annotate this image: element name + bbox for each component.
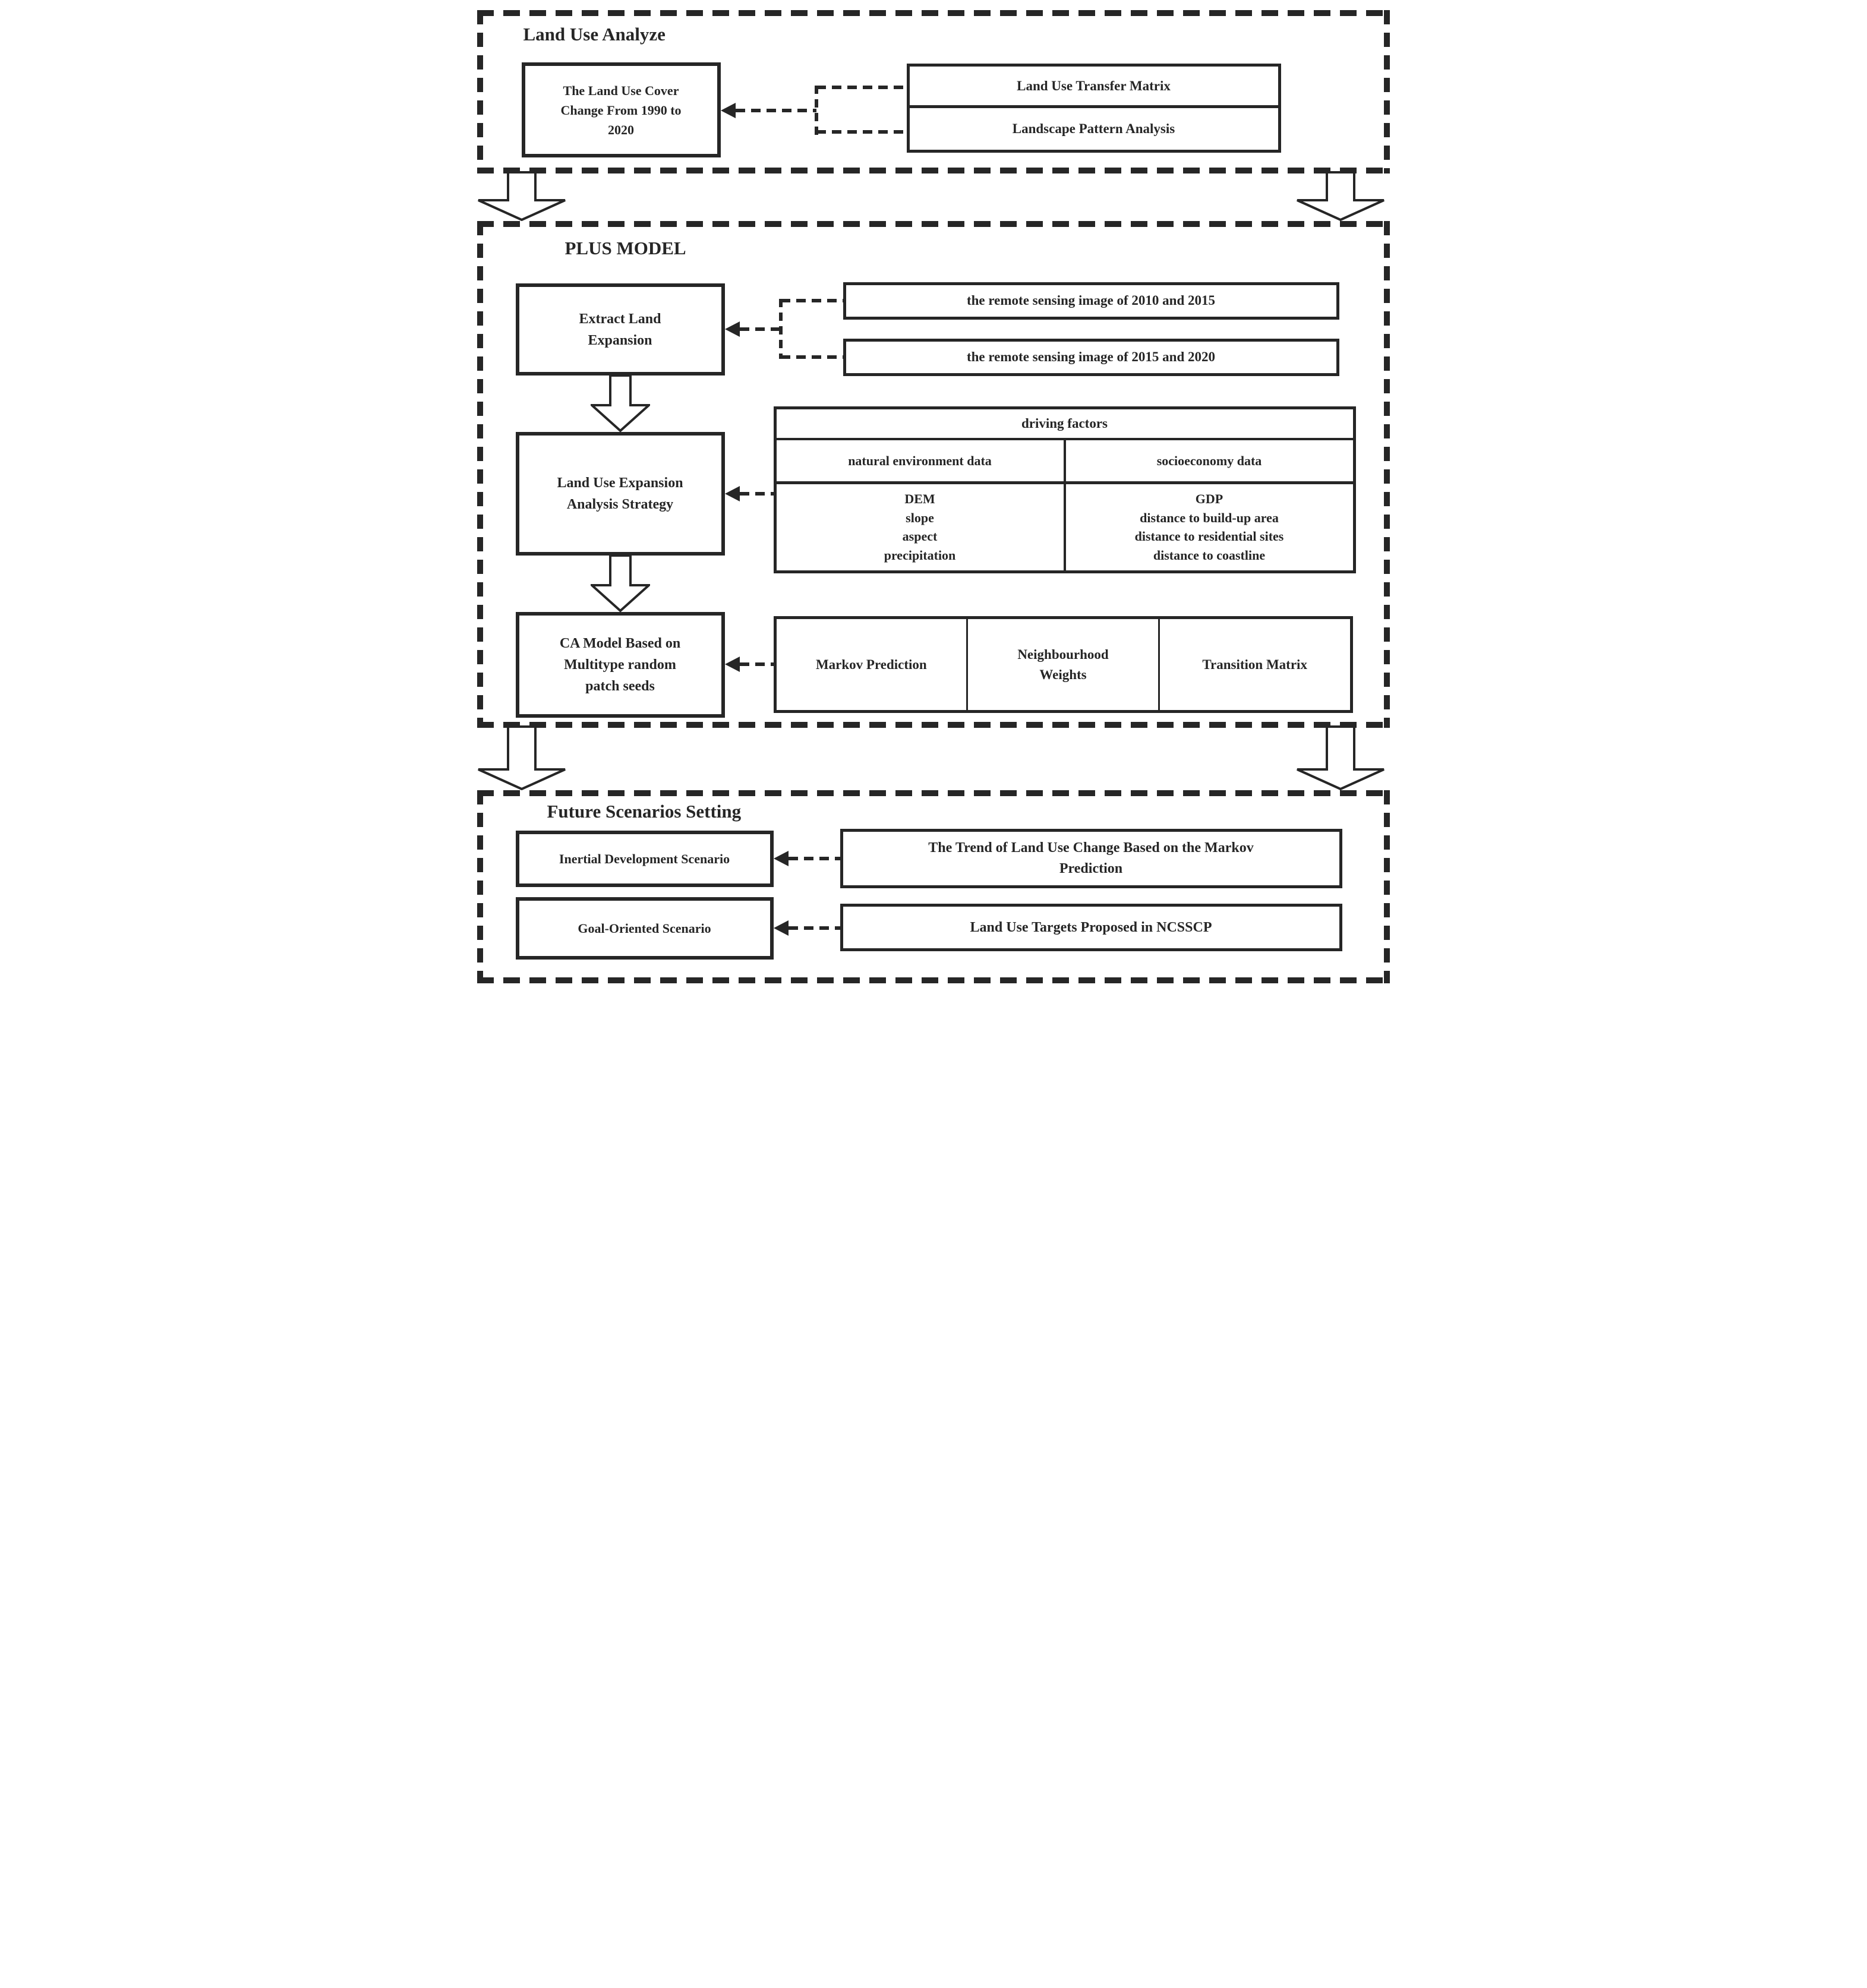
section2-border-top bbox=[477, 221, 1390, 227]
connector-line bbox=[735, 109, 816, 112]
inertial-development-scenario-box: Inertial Development Scenario bbox=[515, 831, 774, 887]
inertial-development-scenario-label: Inertial Development Scenario bbox=[559, 851, 730, 866]
section3-border-right bbox=[1383, 790, 1390, 983]
landscape-pattern-analysis-label: Landscape Pattern Analysis bbox=[1012, 121, 1175, 136]
section3-title: Future Scenarios Setting bbox=[547, 801, 742, 822]
block-arrow-down-icon bbox=[590, 554, 650, 612]
driving-factors-column-titles: natural environment data socioeconomy da… bbox=[776, 440, 1353, 484]
markov-trend-label: The Trend of Land Use Change Based on th… bbox=[928, 840, 1254, 876]
neighbourhood-weights-box: Neighbourhood Weights bbox=[966, 619, 1160, 710]
markov-prediction-label: Markov Prediction bbox=[815, 657, 927, 672]
remote-sensing-2010-2015-box: the remote sensing image of 2010 and 201… bbox=[843, 282, 1339, 320]
land-use-expansion-strategy-box: Land Use Expansion Analysis Strategy bbox=[515, 432, 725, 556]
dashed-arrow-left-icon bbox=[773, 851, 789, 866]
block-arrow-down-icon bbox=[1296, 725, 1385, 790]
driving-factors-header: driving factors bbox=[776, 409, 1353, 440]
land-use-cover-change-label: The Land Use Cover Change From 1990 to 2… bbox=[560, 83, 682, 137]
markov-trend-box: The Trend of Land Use Change Based on th… bbox=[840, 829, 1342, 888]
connector-stub-line bbox=[780, 299, 843, 302]
landscape-pattern-analysis-box: Landscape Pattern Analysis bbox=[910, 108, 1278, 150]
dashed-arrow-left-icon bbox=[724, 321, 740, 337]
goal-oriented-scenario-box: Goal-Oriented Scenario bbox=[515, 897, 774, 960]
transition-matrix-box: Transition Matrix bbox=[1160, 619, 1350, 710]
natural-environment-items: DEM slope aspect precipitation bbox=[777, 484, 1064, 570]
transition-matrix-label: Transition Matrix bbox=[1202, 657, 1307, 672]
block-arrow-down-icon bbox=[1296, 171, 1385, 221]
driving-factors-table: driving factors natural environment data… bbox=[773, 406, 1356, 573]
block-arrow-down-icon bbox=[590, 374, 650, 432]
neighbourhood-weights-label: Neighbourhood Weights bbox=[1017, 647, 1109, 682]
section1-title: Land Use Analyze bbox=[523, 24, 666, 45]
dashed-arrow-left-icon bbox=[720, 103, 736, 118]
ca-model-inputs-row: Markov Prediction Neighbourhood Weights … bbox=[773, 616, 1353, 713]
section1-border-bottom bbox=[477, 168, 1390, 173]
connector-bracket-line bbox=[778, 299, 783, 359]
factor-item: slope bbox=[906, 510, 934, 525]
land-use-cover-change-box: The Land Use Cover Change From 1990 to 2… bbox=[521, 62, 721, 157]
connector-stub-line bbox=[816, 130, 907, 134]
extract-land-expansion-box: Extract Land Expansion bbox=[515, 283, 725, 375]
factor-item: DEM bbox=[904, 491, 935, 507]
factor-item: precipitation bbox=[884, 547, 956, 563]
section2-border-bottom bbox=[477, 722, 1390, 728]
factor-item: aspect bbox=[902, 529, 938, 544]
natural-environment-data-header: natural environment data bbox=[848, 453, 992, 468]
section1-border-left bbox=[477, 10, 483, 173]
dashed-arrow-left-icon bbox=[724, 486, 740, 501]
section3-border-bottom bbox=[477, 977, 1390, 983]
ncsscp-targets-label: Land Use Targets Proposed in NCSSCP bbox=[970, 920, 1212, 935]
driving-factors-items: DEM slope aspect precipitation GDP dista… bbox=[777, 484, 1353, 570]
extract-land-expansion-label: Extract Land Expansion bbox=[579, 311, 661, 348]
section3-border-top bbox=[477, 790, 1390, 796]
block-arrow-down-icon bbox=[477, 171, 566, 221]
section2-title: PLUS MODEL bbox=[564, 238, 686, 258]
land-use-transfer-matrix-box: Land Use Transfer Matrix bbox=[909, 67, 1278, 108]
socioeconomy-data-header: socioeconomy data bbox=[1063, 440, 1353, 481]
remote-sensing-2015-2020-box: the remote sensing image of 2015 and 202… bbox=[843, 339, 1339, 376]
connector-stub-line bbox=[780, 355, 843, 359]
connector-bracket-line bbox=[814, 86, 818, 135]
section3-border-left bbox=[477, 790, 483, 983]
connector-line bbox=[788, 926, 840, 930]
ncsscp-targets-box: Land Use Targets Proposed in NCSSCP bbox=[840, 904, 1342, 951]
dashed-arrow-left-icon bbox=[724, 657, 740, 672]
markov-prediction-box: Markov Prediction bbox=[777, 619, 967, 710]
socioeconomy-items: GDP distance to build-up area distance t… bbox=[1063, 484, 1353, 570]
section1-border-right bbox=[1383, 10, 1390, 173]
land-use-expansion-strategy-label: Land Use Expansion Analysis Strategy bbox=[557, 475, 683, 512]
land-use-transfer-matrix-label: Land Use Transfer Matrix bbox=[1017, 78, 1171, 93]
remote-sensing-2010-2015-label: the remote sensing image of 2010 and 201… bbox=[966, 293, 1216, 308]
remote-sensing-2015-2020-label: the remote sensing image of 2015 and 202… bbox=[966, 349, 1216, 365]
dashed-arrow-left-icon bbox=[773, 920, 789, 936]
ca-model-box: CA Model Based on Multitype random patch… bbox=[515, 612, 725, 718]
block-arrow-down-icon bbox=[477, 725, 566, 790]
factor-item: distance to build-up area bbox=[1140, 510, 1279, 525]
factor-item: distance to residential sites bbox=[1134, 529, 1284, 544]
connector-line bbox=[788, 857, 840, 860]
connector-line bbox=[739, 662, 774, 666]
connector-line bbox=[739, 327, 779, 331]
section2-border-left bbox=[477, 221, 483, 728]
section2-border-right bbox=[1383, 221, 1390, 728]
goal-oriented-scenario-label: Goal-Oriented Scenario bbox=[578, 921, 711, 936]
ca-model-label: CA Model Based on Multitype random patch… bbox=[559, 636, 681, 694]
factor-item: distance to coastline bbox=[1153, 547, 1266, 563]
connector-stub-line bbox=[816, 86, 907, 89]
factor-item: GDP bbox=[1195, 491, 1223, 507]
section1-border-top bbox=[477, 10, 1390, 16]
connector-line bbox=[739, 492, 774, 496]
analysis-inputs-stack: Land Use Transfer Matrix Landscape Patte… bbox=[906, 64, 1281, 153]
flow-diagram: Land Use Analyze The Land Use Cover Chan… bbox=[466, 0, 1401, 994]
